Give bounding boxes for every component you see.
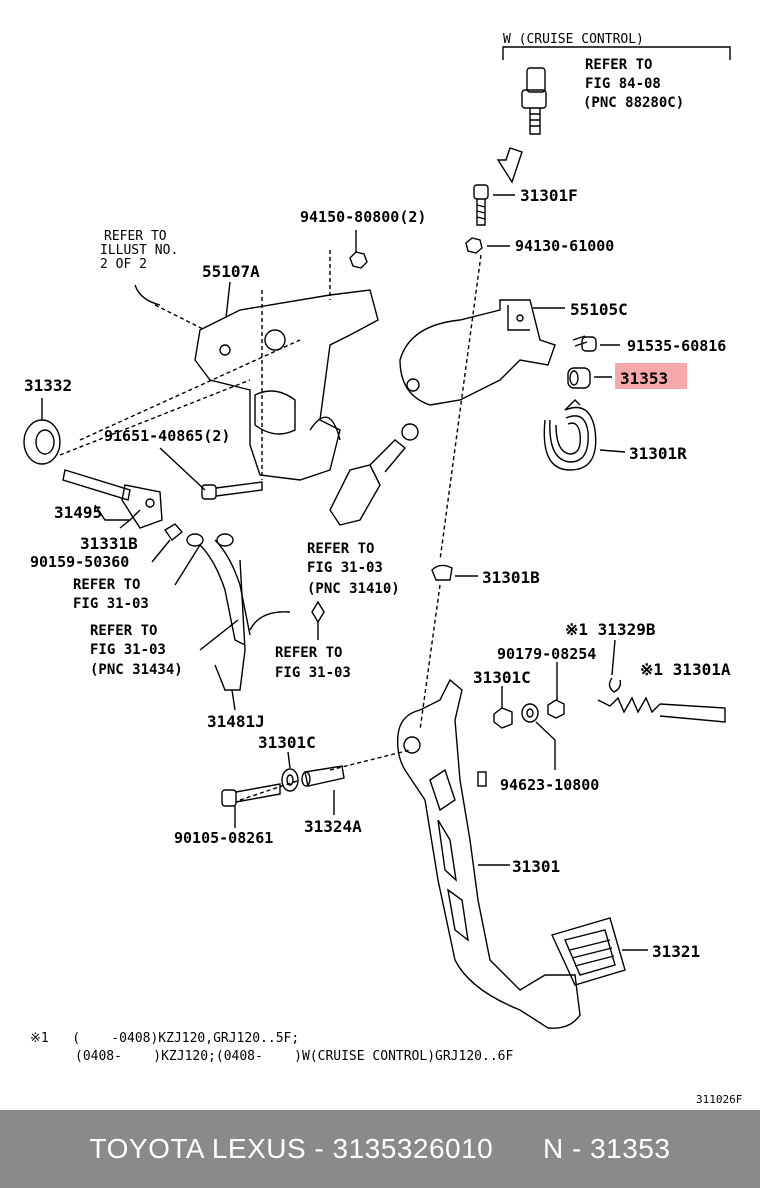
pin-31301b-icon: [431, 564, 453, 581]
label-31301f: 31301F: [520, 186, 578, 205]
bracket-55105c-icon: [399, 299, 556, 406]
hose-31481j-icon: [186, 533, 291, 691]
parts-diagram: W (CRUISE CONTROL) REFER TO FIG 84-08 (P…: [23, 32, 742, 1106]
shaft-31495-icon: [62, 469, 163, 529]
collar-31324a-icon: [301, 765, 345, 787]
label-94623: 94623-10800: [500, 776, 599, 794]
refer-cruise-3: (PNC 88280C): [583, 95, 684, 111]
label-31301c-left: 31301C: [258, 733, 316, 752]
refer-b-1: REFER TO: [73, 577, 140, 593]
refer-c-1: REFER TO: [90, 623, 157, 639]
refer-b-2: FIG 31-03: [73, 596, 149, 612]
cushion-31332-icon: [23, 419, 61, 465]
bolt-90105-icon: [221, 783, 281, 807]
label-31301a: ※1 31301A: [640, 660, 731, 679]
wire-icon: [134, 284, 161, 306]
refer-d-2: FIG 31-03: [275, 665, 351, 681]
label-31324a: 31324A: [304, 817, 362, 836]
label-31329b: ※1 31329B: [565, 620, 656, 639]
nut-94150-icon: [349, 251, 368, 269]
nut-94130-icon: [465, 237, 483, 254]
refer-c-3: (PNC 31434): [90, 662, 183, 678]
label-91651: 91651-40865(2): [104, 427, 230, 445]
cruise-switch-icon: [521, 67, 547, 135]
footer-brand: TOYOTA LEXUS: [89, 1133, 307, 1164]
label-55105c: 55105C: [570, 300, 628, 319]
label-90105: 90105-08261: [174, 829, 273, 847]
label-94150: 94150-80800(2): [300, 208, 426, 226]
cruise-bracket: [502, 46, 731, 60]
label-31495: 31495: [54, 503, 102, 522]
footer-part-number: 3135326010: [332, 1133, 494, 1164]
refer-illust-2: ILLUST NO.: [100, 243, 178, 258]
label-31321: 31321: [652, 942, 700, 961]
footer-separator: -: [306, 1133, 333, 1164]
refer-c-2: FIG 31-03: [90, 642, 166, 658]
label-31301c-right: 31301C: [473, 668, 531, 687]
label-31301b: 31301B: [482, 568, 540, 587]
refer-cruise-2: FIG 84-08: [585, 76, 661, 92]
footer-separator-2: -: [563, 1133, 591, 1164]
bracket-55107a-icon: [194, 289, 379, 481]
label-31301r: 31301R: [629, 444, 687, 463]
washer-31301c-left-icon: [281, 768, 299, 792]
switch-icon: [329, 423, 419, 526]
cruise-header: W (CRUISE CONTROL): [503, 32, 644, 47]
nut-31301c-right-icon: [493, 707, 513, 729]
refer-illust-1: REFER TO: [104, 229, 167, 244]
note-line-2: (0408- )KZJ120;(0408- )W(CRUISE CONTROL)…: [75, 1049, 513, 1064]
screw-90159-icon: [163, 523, 184, 542]
spring-31301r-icon: [543, 399, 597, 471]
footer-spacer: [493, 1133, 543, 1165]
label-91535: 91535-60816: [627, 337, 726, 355]
refer-a-2: FIG 31-03: [307, 560, 383, 576]
pedal-pad-31321-icon: [551, 917, 626, 986]
figure-code: 311026F: [696, 1093, 742, 1106]
label-55107a: 55107A: [202, 262, 260, 281]
refer-a-1: REFER TO: [307, 541, 374, 557]
footer-short-number: 31353: [590, 1133, 671, 1164]
footer-label: N: [542, 1133, 564, 1164]
label-31301: 31301: [512, 857, 560, 876]
pedal-arm-31301-icon: [396, 678, 581, 1029]
label-90179: 90179-08254: [497, 645, 596, 663]
footer-bar: TOYOTA LEXUS - 3135326010 N - 31353: [0, 1110, 760, 1188]
bushing-31353-icon: [567, 367, 591, 389]
nut-90179-icon: [547, 699, 565, 719]
arrow-icon: [496, 147, 523, 184]
clip-icon: [311, 600, 325, 624]
bolt-91651-icon: [201, 481, 263, 500]
bolt-91535-icon: [572, 335, 597, 352]
refer-illust-3: 2 OF 2: [100, 257, 147, 272]
refer-a-3: (PNC 31410): [307, 581, 400, 597]
bolt-31301f-icon: [473, 184, 489, 226]
washer-94623-icon: [521, 703, 539, 723]
spring-31301a-icon: [597, 696, 726, 723]
label-31332: 31332: [24, 376, 72, 395]
label-31353: 31353: [620, 369, 668, 388]
note-line-1: ※1 ( -0408)KZJ120,GRJ120..5F;: [30, 1031, 299, 1046]
refer-d-1: REFER TO: [275, 645, 342, 661]
label-31481j: 31481J: [207, 712, 265, 731]
label-94130: 94130-61000: [515, 237, 614, 255]
highlight-31353: [615, 363, 687, 389]
label-31331b: 31331B: [80, 534, 138, 553]
ering-31329b-icon: [608, 677, 622, 693]
label-90159: 90159-50360: [30, 553, 129, 571]
refer-cruise-1: REFER TO: [585, 57, 652, 73]
